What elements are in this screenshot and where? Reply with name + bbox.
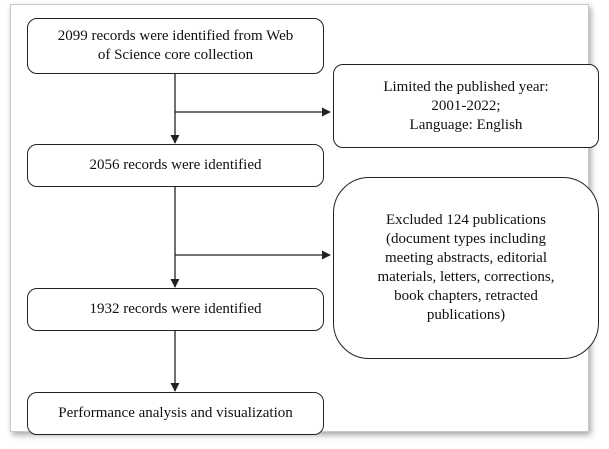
step2-box: 2056 records were identified — [27, 144, 324, 187]
step3-box: 1932 records were identified — [27, 288, 324, 331]
exclusion-box: Excluded 124 publications (document type… — [333, 177, 599, 359]
step1-text: 2099 records were identified from Web of… — [57, 28, 294, 63]
exclusion-text: Excluded 124 publications (document type… — [377, 212, 555, 323]
step4-text: Performance analysis and visualization — [58, 405, 293, 421]
step3-text: 1932 records were identified — [89, 301, 262, 317]
step4-box: Performance analysis and visualization — [27, 392, 324, 435]
step2-text: 2056 records were identified — [89, 157, 262, 173]
filter1-box: Limited the published year: 2001-2022; L… — [333, 64, 599, 148]
step1-box: 2099 records were identified from Web of… — [27, 18, 324, 74]
filter1-text: Limited the published year: 2001-2022; L… — [383, 78, 549, 133]
